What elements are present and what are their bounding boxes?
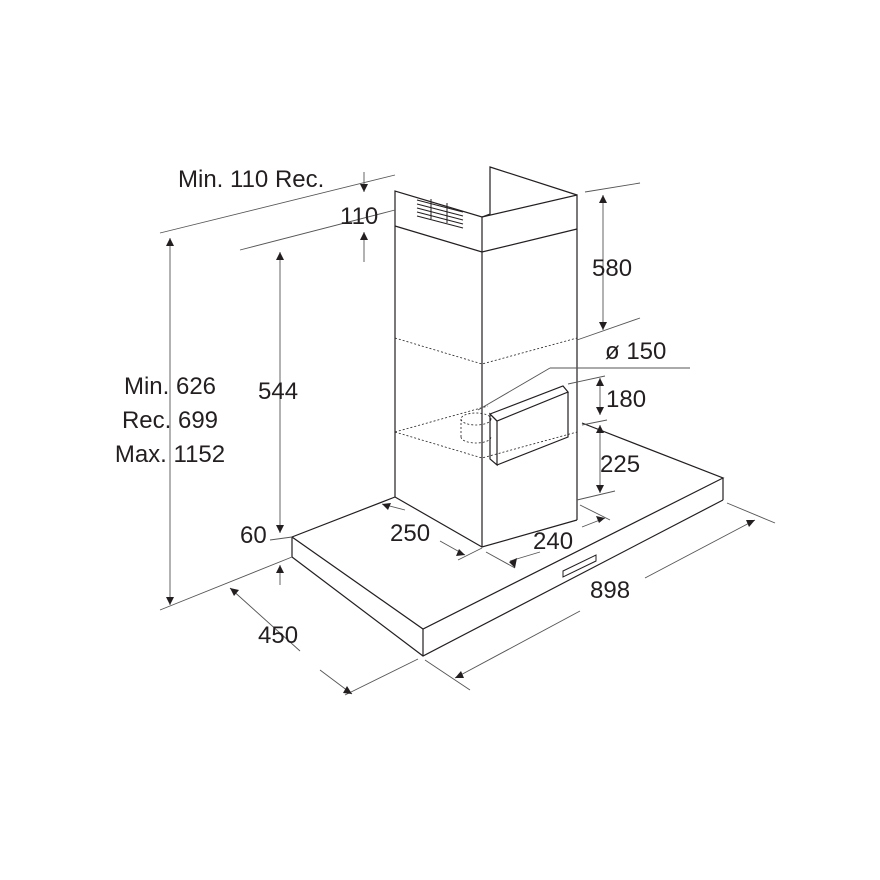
canopy (290, 422, 725, 657)
dimension-arrows (166, 184, 755, 694)
label-110: 110 (340, 203, 379, 230)
height-rec: Rec. 699 (121, 407, 219, 434)
label-60: 60 (240, 522, 267, 549)
chimney-body (394, 226, 578, 547)
label-min-110-rec: Min. 110 Rec. (178, 166, 325, 193)
label-180: 180 (606, 386, 647, 413)
label-diameter-150: ø 150 (605, 338, 667, 365)
label-225: 225 (600, 451, 641, 478)
label-450: 450 (258, 622, 299, 649)
label-250: 250 (390, 520, 431, 547)
height-min: Min. 626 (123, 373, 217, 400)
label-580: 580 (592, 255, 633, 282)
dimension-lines (159, 172, 776, 696)
label-544: 544 (258, 378, 299, 405)
label-240: 240 (533, 528, 574, 555)
label-898: 898 (590, 577, 631, 604)
height-max: Max. 1152 (114, 441, 226, 468)
vent-grille-icon (416, 199, 464, 229)
hidden-lines (394, 337, 578, 459)
motor-box (488, 385, 569, 467)
label-height-range: Min. 626 Rec. 699 Max. 1152 (95, 370, 245, 472)
